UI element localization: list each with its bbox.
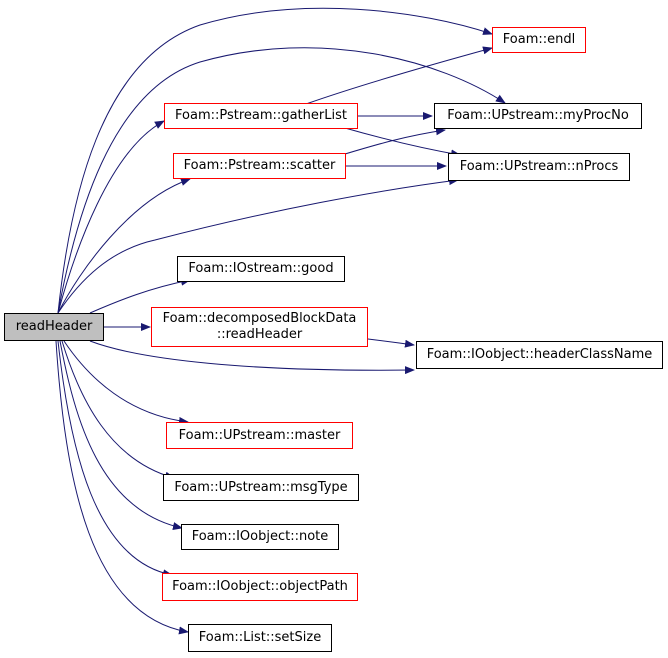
node-foam-endl[interactable]: Foam::endl xyxy=(492,27,586,53)
edge-root-myprocno xyxy=(57,47,506,314)
node-pstream-scatter-label: Foam::Pstream::scatter xyxy=(183,158,336,173)
node-upstream-msgtype-label: Foam::UPstream::msgType xyxy=(174,479,348,495)
edge-root-msgtype xyxy=(61,340,175,480)
node-ioobject-headerclassname-label: Foam::IOobject::headerClassName xyxy=(426,347,653,362)
node-upstream-nprocs-label: Foam::UPstream::nProcs xyxy=(459,159,619,174)
node-upstream-msgtype[interactable]: Foam::UPstream::msgType xyxy=(163,474,359,501)
node-read-header: readHeader xyxy=(4,313,104,341)
node-list-setsize[interactable]: Foam::List::setSize xyxy=(188,624,332,652)
edge-root-master xyxy=(63,340,189,425)
node-upstream-myprocno-label: Foam::UPstream::myProcNo xyxy=(447,108,629,123)
node-iostream-good-label: Foam::IOstream::good xyxy=(188,261,334,276)
node-foam-endl-label: Foam::endl xyxy=(502,32,576,47)
node-pstream-scatter[interactable]: Foam::Pstream::scatter xyxy=(173,153,346,179)
edge-root-setsize xyxy=(55,340,189,635)
edge-scatter-myprocno xyxy=(344,127,446,155)
edge-root-headerclassname xyxy=(89,340,415,375)
node-read-header-label: readHeader xyxy=(15,319,93,334)
node-ioobject-note[interactable]: Foam::IOobject::note xyxy=(181,524,339,550)
node-list-setsize-label: Foam::List::setSize xyxy=(198,630,322,645)
node-upstream-master-label: Foam::UPstream::master xyxy=(178,427,341,443)
node-upstream-master[interactable]: Foam::UPstream::master xyxy=(166,422,353,449)
edge-gatherlist-nprocs xyxy=(344,127,461,158)
node-decomposedblockdata-readheader[interactable]: Foam::decomposedBlockData ::readHeader xyxy=(151,307,368,347)
node-upstream-myprocno[interactable]: Foam::UPstream::myProcNo xyxy=(434,103,642,129)
node-upstream-nprocs[interactable]: Foam::UPstream::nProcs xyxy=(448,153,630,181)
edge-gatherlist-endl xyxy=(305,46,493,105)
node-ioobject-objectpath-label: Foam::IOobject::objectPath xyxy=(172,579,348,594)
node-iostream-good[interactable]: Foam::IOstream::good xyxy=(177,256,345,282)
edge-root-endl xyxy=(57,7,493,314)
node-ioobject-note-label: Foam::IOobject::note xyxy=(191,529,329,544)
edge-root-nprocs xyxy=(57,177,459,314)
node-decomposed-line2: ::readHeader xyxy=(216,327,303,342)
edge-root-scatter xyxy=(57,178,191,314)
edge-decomposed-headerclassname xyxy=(367,338,415,348)
node-pstream-gatherlist-label: Foam::Pstream::gatherList xyxy=(175,108,347,123)
edge-root-objectpath xyxy=(57,340,173,578)
edge-root-note xyxy=(59,340,183,530)
node-ioobject-objectpath[interactable]: Foam::IOobject::objectPath xyxy=(162,573,358,601)
node-pstream-gatherlist[interactable]: Foam::Pstream::gatherList xyxy=(164,103,358,129)
edge-root-good xyxy=(89,277,191,314)
node-decomposed-line1: Foam::decomposedBlockData xyxy=(162,311,357,326)
node-ioobject-headerclassname[interactable]: Foam::IOobject::headerClassName xyxy=(416,341,663,369)
edge-root-gatherlist xyxy=(57,120,165,314)
